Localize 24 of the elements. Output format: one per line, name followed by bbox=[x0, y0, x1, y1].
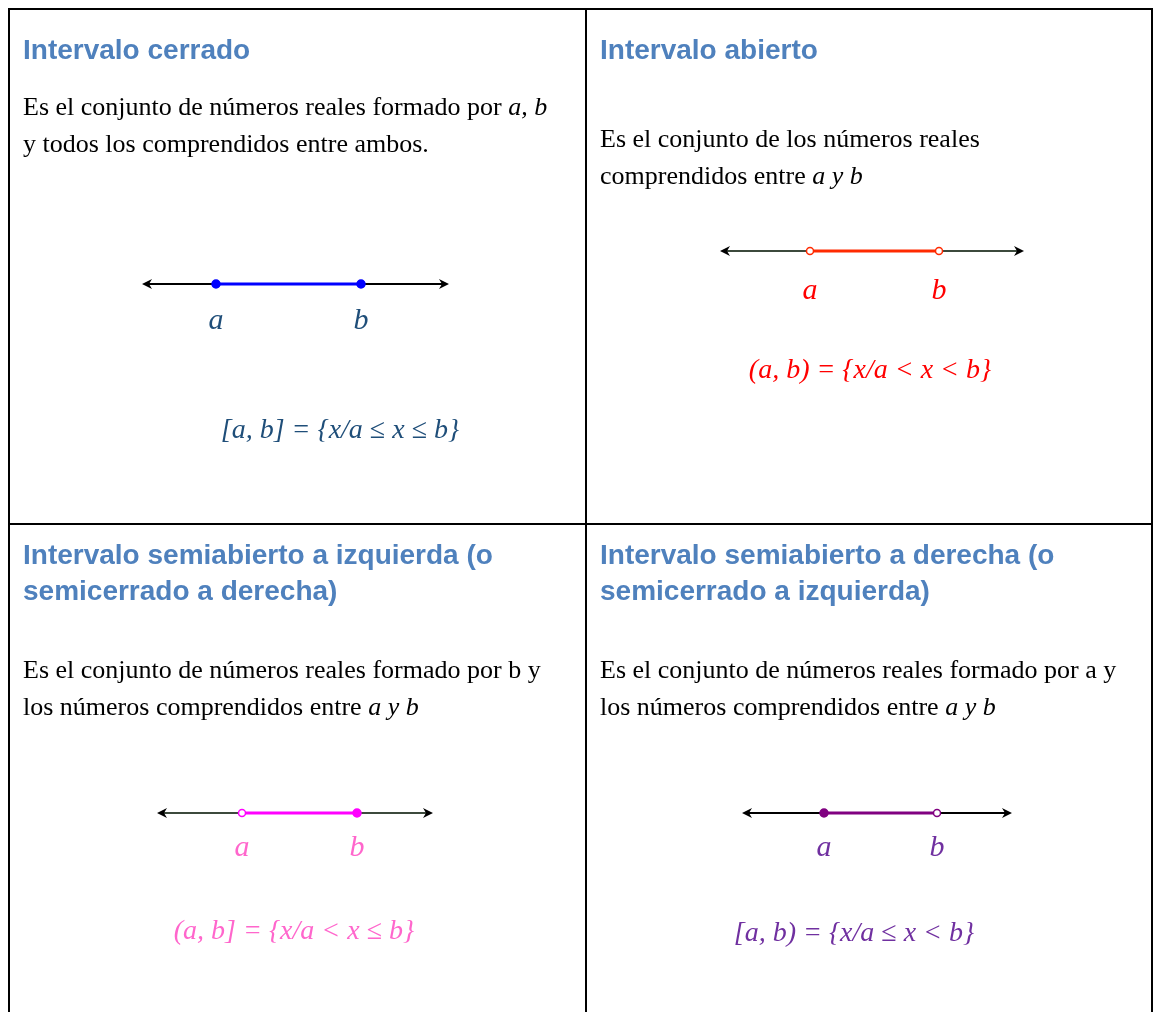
point-label: a bbox=[816, 829, 832, 863]
table-cell bbox=[8, 523, 585, 1012]
interval-formula: (a, b] = {x/a < x ≤ b} bbox=[173, 913, 415, 947]
point-label: b bbox=[929, 829, 945, 863]
point-label: a bbox=[802, 272, 818, 306]
cell-heading: Intervalo semiabierto a izquierda (o semicerrado a derecha) bbox=[23, 538, 494, 608]
point-label: b bbox=[931, 272, 947, 306]
cell-heading: Intervalo semiabierto a derecha (o semicerrado a izquierda) bbox=[600, 538, 1056, 608]
table-cell bbox=[585, 8, 1153, 523]
cell-heading: Intervalo abierto bbox=[600, 33, 819, 67]
point-label: b bbox=[353, 302, 369, 336]
interval-formula: (a, b) = {x/a < x < b} bbox=[748, 352, 992, 386]
cell-text: Es el conjunto de números reales formado por a, b y todos los comprendidos entre ambos. bbox=[23, 91, 549, 160]
cell-heading: Intervalo cerrado bbox=[23, 33, 252, 67]
table-cell bbox=[585, 523, 1153, 1012]
interval-formula: [a, b) = {x/a ≤ x < b} bbox=[733, 915, 975, 949]
cell-text: Es el conjunto de números reales formado por b y los números comprendidos entre a y b bbox=[23, 654, 542, 723]
cell-text: Es el conjunto de números reales formado por a y los números comprendidos entre a y b bbox=[600, 654, 1118, 723]
point-label: a bbox=[208, 302, 224, 336]
point-label: a bbox=[234, 829, 250, 863]
cell-text: Es el conjunto de los números reales comprendidos entre a y b bbox=[600, 123, 981, 192]
table-cell bbox=[8, 8, 585, 523]
interval-formula: [a, b] = {x/a ≤ x ≤ b} bbox=[220, 412, 460, 446]
point-label: b bbox=[349, 829, 365, 863]
